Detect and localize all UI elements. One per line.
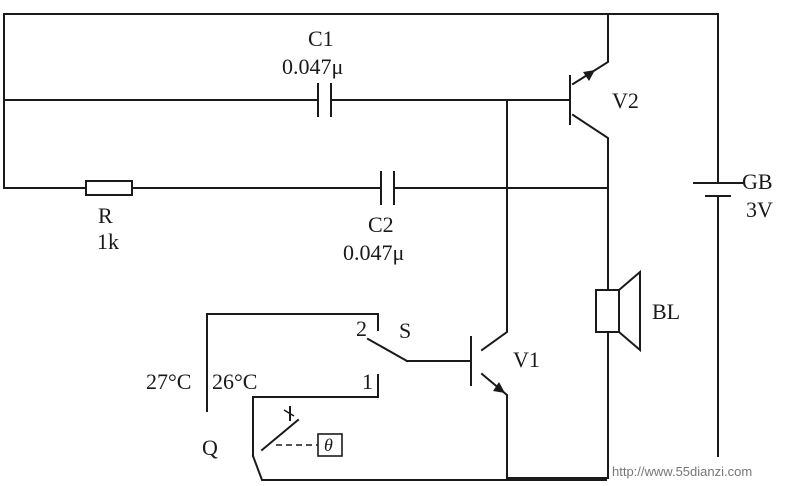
battery-gb: GB 3V [693,169,773,222]
wire-s-pos1 [252,374,379,457]
wire-v2-emitter [571,13,609,86]
q-temp-low-label: 26°C [212,369,257,394]
switch-s: 2 S 1 [356,316,411,394]
s-pos2-label: 2 [356,316,367,341]
watermark-text: http://www.55dianzi.com [612,464,752,479]
v2-ref-label: V2 [612,88,639,113]
wire-q-bottom [251,454,607,481]
watermark: http://www.55dianzi.com [612,464,752,479]
wire-top-loop [3,13,719,101]
wire-v2-collector [571,113,609,291]
c1-value-label: 0.047μ [282,54,343,79]
r-ref-label: R [98,203,113,228]
wire-v1-collector [480,99,508,352]
r-value-label: 1k [97,229,119,254]
transistor-v1: V1 [470,336,540,393]
q-theta-label: θ [324,435,333,455]
speaker-bl: BL [595,269,680,353]
resistor-r: R 1k [85,180,133,254]
c1-ref-label: C1 [308,26,334,51]
capacitor-c1: C1 0.047μ [282,26,343,117]
transistor-v2: V2 [569,70,639,125]
s-pos1-label: 1 [362,369,373,394]
q-ref-label: Q [202,435,218,460]
thermostat-q: θ 27°C 26°C Q [146,369,343,460]
capacitor-c2: C2 0.047μ [343,171,404,265]
wire-v1-emitter [480,372,609,479]
q-temp-high-label: 27°C [146,369,191,394]
wire-s-pos2 [206,313,379,412]
bl-ref-label: BL [652,299,680,324]
c2-value-label: 0.047μ [343,240,404,265]
c2-ref-label: C2 [368,212,394,237]
s-ref-label: S [399,318,411,343]
v1-ref-label: V1 [513,347,540,372]
gb-ref-label: GB [742,169,773,194]
gb-value-label: 3V [746,197,773,222]
wires [3,13,719,481]
